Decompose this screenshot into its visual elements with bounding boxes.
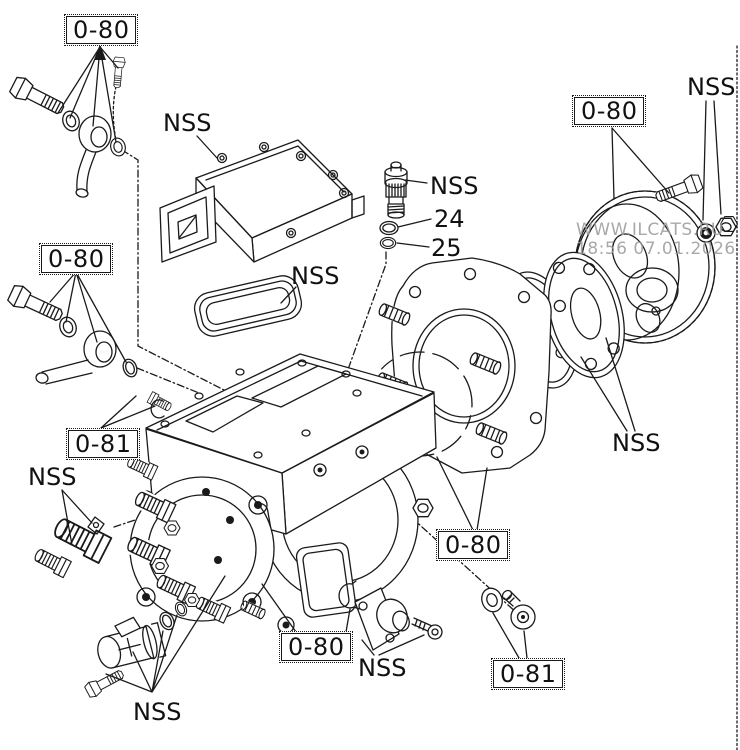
banjo-fitting-left	[35, 330, 117, 385]
ref-box-left[interactable]: 0-80	[39, 243, 114, 275]
ref-box-bottom-center[interactable]: 0-80	[279, 631, 354, 663]
ref-box-label: 0-81	[68, 430, 139, 458]
union-nut	[412, 498, 434, 518]
pump-body	[124, 353, 437, 634]
timer-solenoid	[97, 616, 167, 669]
ref-box-label: 0-80	[41, 245, 112, 273]
ref-box-left-lower[interactable]: 0-81	[66, 428, 141, 460]
label-overflow-valve: NSS	[430, 172, 479, 200]
label-solenoid-hardware: NSS	[133, 698, 182, 726]
watermark-timestamp: 18:56 07.01.2026	[576, 239, 736, 259]
label-oring-25: 25	[431, 234, 462, 262]
banjo-bolt-left	[5, 282, 67, 327]
ref-box-label: 0-80	[66, 16, 137, 44]
socket-plug	[501, 589, 536, 630]
ref-box-top-left[interactable]: 0-80	[64, 14, 139, 46]
banjo-fitting-top	[75, 115, 112, 198]
inlet-fitting	[31, 512, 113, 579]
control-unit	[159, 139, 365, 263]
ref-box-top-right[interactable]: 0-80	[572, 95, 647, 127]
label-fuel-cut-solenoid: NSS	[358, 654, 407, 682]
label-gasket: NSS	[291, 262, 340, 290]
solenoid-bolt	[83, 666, 127, 700]
fuel-cut-solenoid	[354, 587, 443, 651]
oring-25	[379, 236, 397, 250]
watermark-site: WWW.ILCATS.RU	[576, 220, 724, 240]
gear-washer	[696, 223, 716, 243]
oring-left	[120, 356, 140, 380]
label-gear-hardware: NSS	[687, 73, 736, 101]
gear-nut	[715, 216, 739, 237]
ref-box-label: 0-80	[574, 97, 645, 125]
leader-lines	[49, 44, 722, 693]
ref-box-label: 0-80	[438, 531, 509, 559]
watermark: WWW.ILCATS.RU 18:56 07.01.2026	[576, 221, 736, 259]
label-oring-24: 24	[434, 205, 465, 233]
snap-ring-center	[338, 580, 360, 610]
oring-24	[379, 220, 399, 236]
ref-box-label: 0-81	[493, 660, 564, 688]
gasket	[193, 275, 303, 337]
ref-box-middle[interactable]: 0-80	[436, 529, 511, 561]
snap-ring-left	[150, 399, 165, 419]
label-coupling-plates: NSS	[612, 429, 661, 457]
ref-box-bottom-right[interactable]: 0-81	[491, 658, 566, 690]
label-control-unit: NSS	[163, 109, 212, 137]
label-inlet-fitting: NSS	[28, 463, 77, 491]
overflow-valve	[383, 161, 409, 219]
drain-washer	[481, 587, 503, 613]
ref-box-label: 0-80	[281, 633, 352, 661]
